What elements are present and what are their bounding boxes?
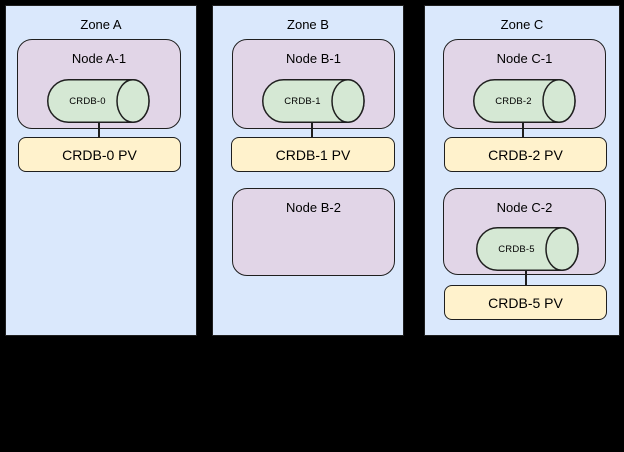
crdb-2-pv-label: CRDB-2 PV xyxy=(488,146,563,163)
zone-b-label: Zone B xyxy=(287,17,329,32)
node-c-2: Node C-2 CRDB-5 xyxy=(443,188,606,275)
crdb-1-pv: CRDB-1 PV xyxy=(231,137,395,172)
node-c-1: Node C-1 CRDB-2 xyxy=(443,39,606,129)
zone-a-label: Zone A xyxy=(80,17,122,32)
zone-c-label: Zone C xyxy=(500,17,544,32)
zone-c: Zone C Node C-1 CRDB-2 CRDB-2 PV Node C-… xyxy=(424,5,620,336)
connector-line xyxy=(311,122,313,137)
crdb-1-pv-label: CRDB-1 PV xyxy=(275,146,351,163)
connector-line xyxy=(522,122,524,137)
cylinder-shape xyxy=(47,79,150,123)
crdb-0-cylinder-label: CRDB-0 xyxy=(69,95,106,107)
node-b-2-label: Node B-2 xyxy=(286,200,341,215)
node-c-1-label: Node C-1 xyxy=(496,51,553,66)
node-b-1-label: Node B-1 xyxy=(286,51,341,66)
crdb-0-pv: CRDB-0 PV xyxy=(18,137,181,172)
node-a-1: Node A-1 CRDB-0 xyxy=(17,39,181,129)
node-a-1-label: Node A-1 xyxy=(71,51,127,66)
crdb-0-cylinder: CRDB-0 xyxy=(47,79,150,123)
connector-line xyxy=(98,122,100,137)
zone-a: Zone A Node A-1 CRDB-0 CRDB-0 PV xyxy=(5,5,197,336)
crdb-5-cylinder: CRDB-5 xyxy=(476,227,579,271)
crdb-0-pv-label: CRDB-0 PV xyxy=(62,146,137,163)
crdb-5-pv: CRDB-5 PV xyxy=(444,285,607,320)
crdb-1-cylinder-label: CRDB-1 xyxy=(284,95,321,107)
cylinder-shape xyxy=(262,79,365,123)
crdb-2-cylinder-label: CRDB-2 xyxy=(495,95,532,107)
crdb-1-cylinder: CRDB-1 xyxy=(262,79,365,123)
node-b-2: Node B-2 xyxy=(232,188,395,276)
cylinder-shape xyxy=(476,227,579,271)
crdb-5-cylinder-label: CRDB-5 xyxy=(498,243,535,255)
connector-line xyxy=(525,270,527,285)
zone-b: Zone B Node B-1 CRDB-1 CRDB-1 PV Node B-… xyxy=(212,5,404,336)
node-b-1: Node B-1 CRDB-1 xyxy=(232,39,395,129)
crdb-2-pv: CRDB-2 PV xyxy=(444,137,607,172)
node-c-2-label: Node C-2 xyxy=(496,200,553,215)
cylinder-shape xyxy=(473,79,576,123)
crdb-2-cylinder: CRDB-2 xyxy=(473,79,576,123)
crdb-5-pv-label: CRDB-5 PV xyxy=(488,294,563,311)
